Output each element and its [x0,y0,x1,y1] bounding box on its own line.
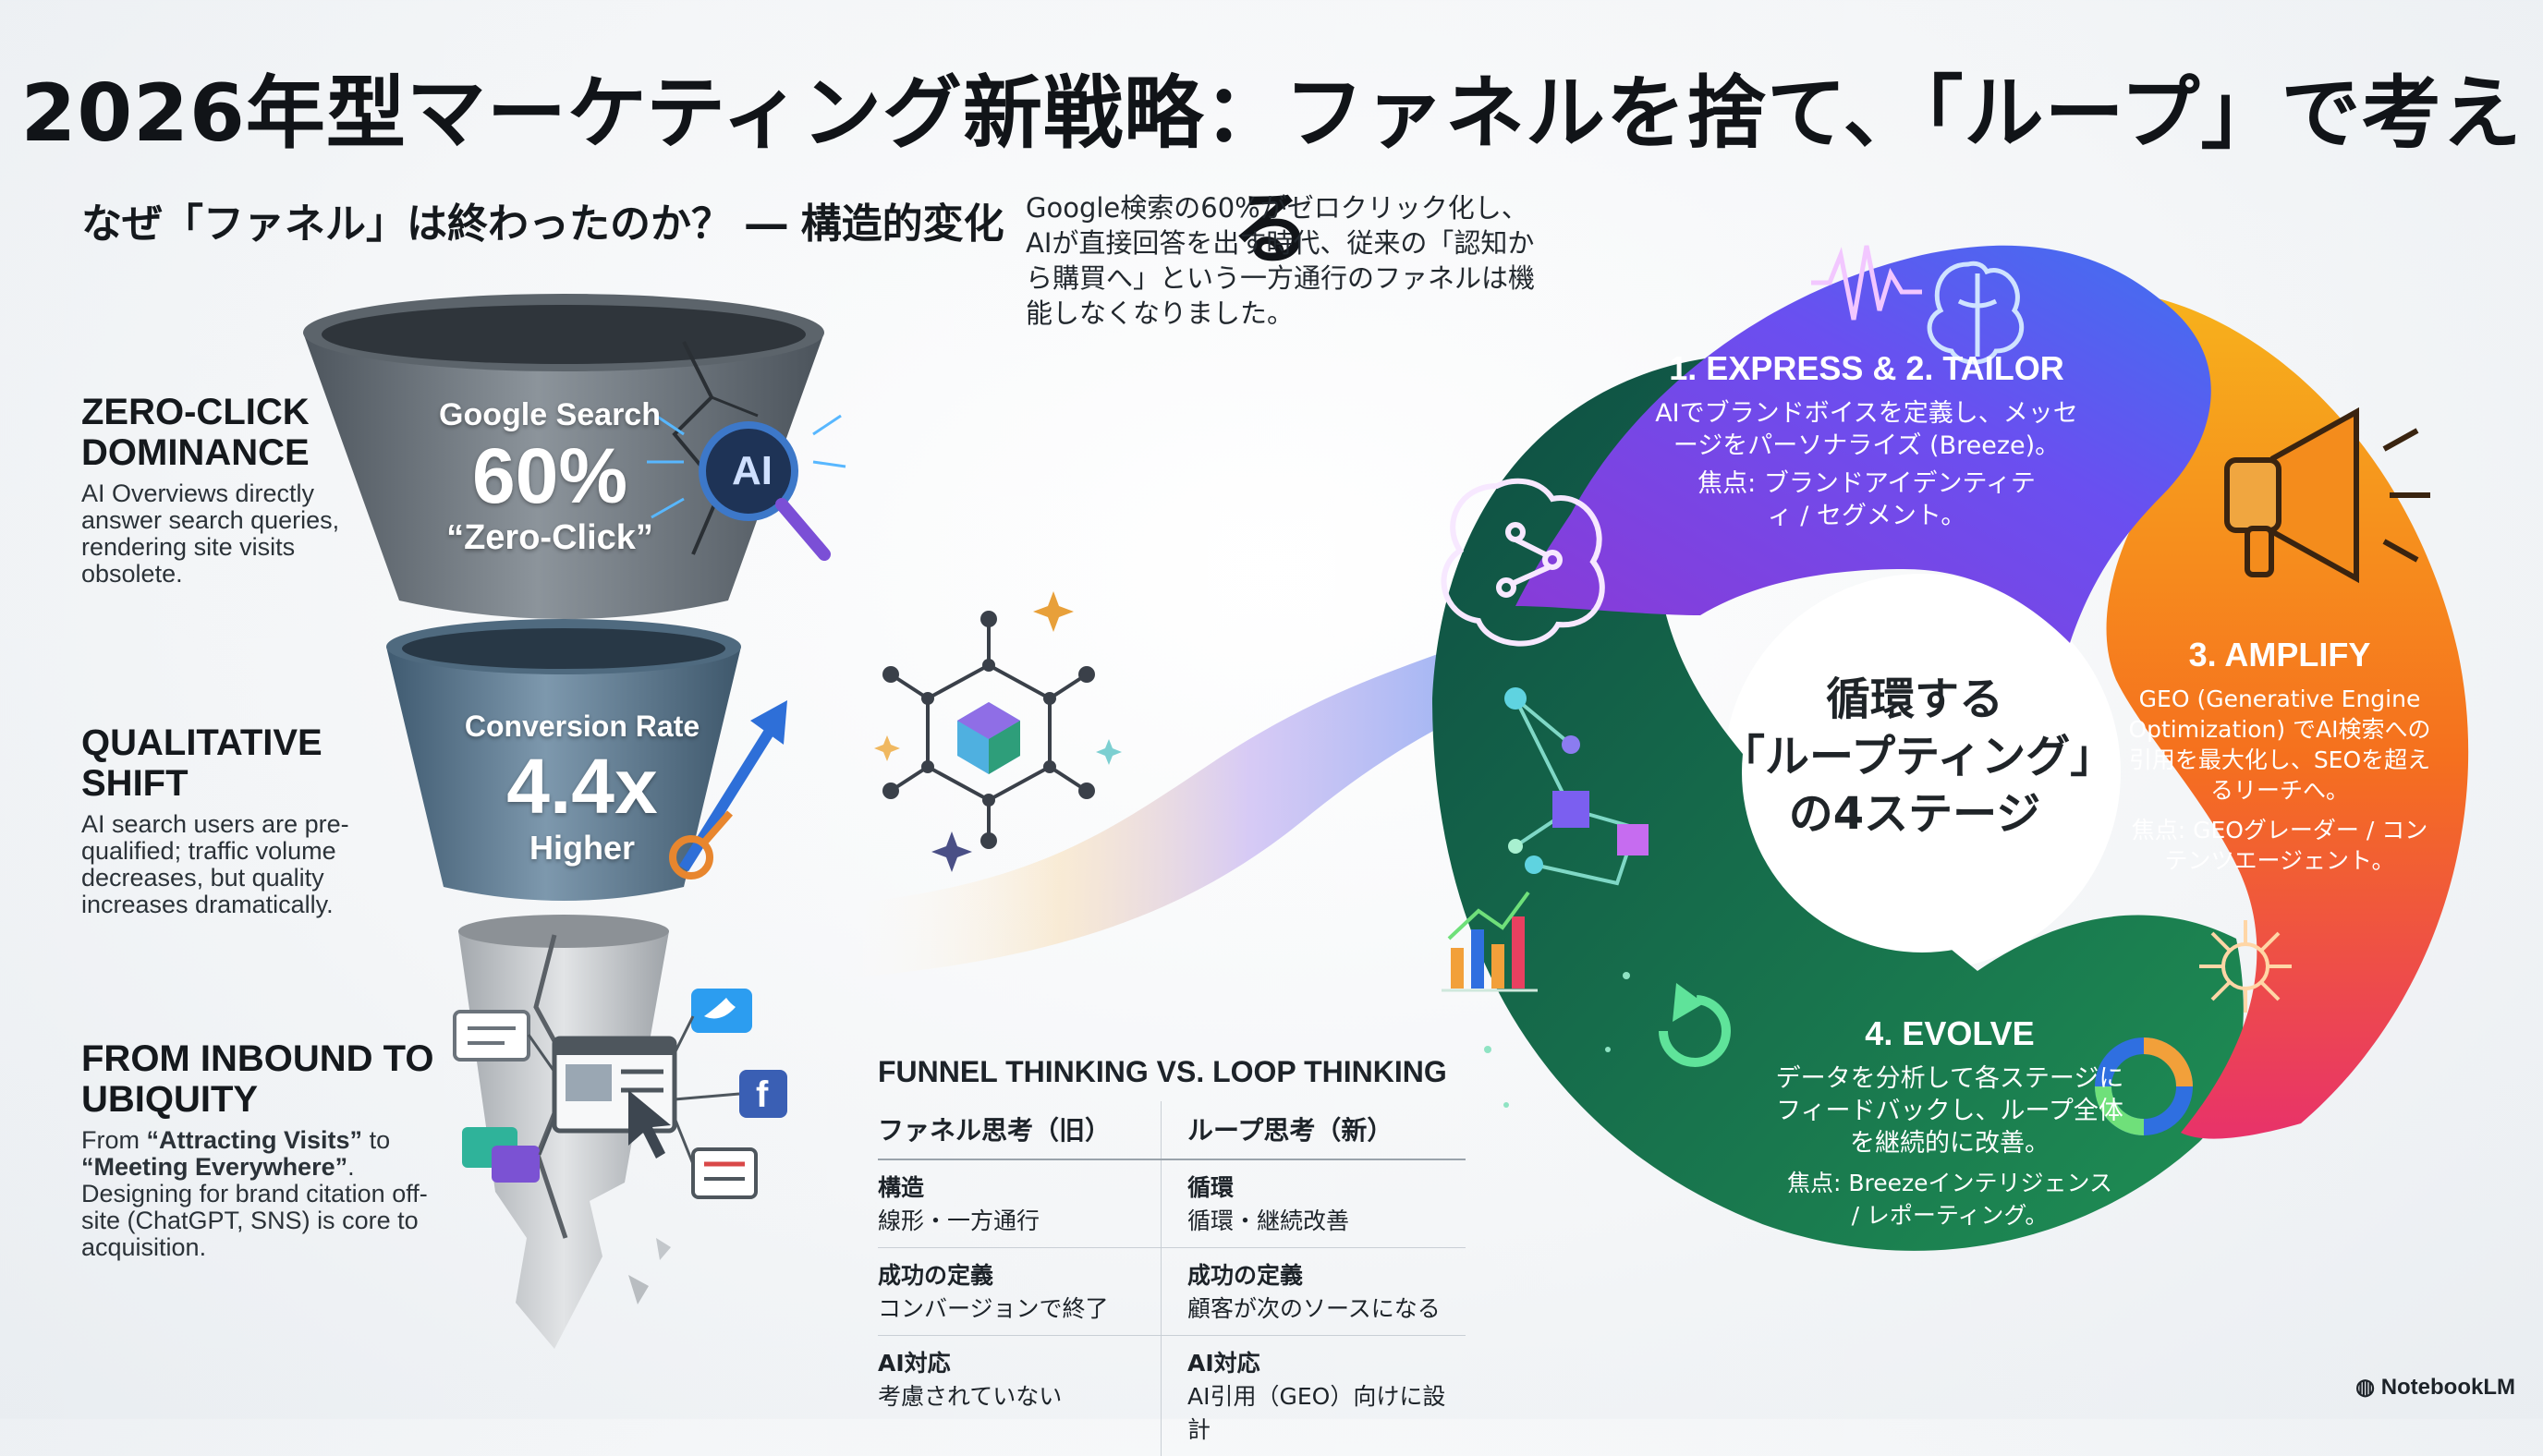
ai-badge: AI [720,448,785,494]
funnel-middle-label: Conversion Rate [434,710,730,744]
cell-label: AI対応 [1187,1345,1460,1378]
stage-amplify: 3. AMPLIFY GEO (Generative Engine Optimi… [2127,636,2432,876]
stage-body: GEO (Generative Engine Optimization) でAI… [2127,684,2432,806]
stage-body: データを分析して各ステージにフィードバックし、ループ全体を継続的に改善。 [1737,1062,2162,1159]
stage-body: AIでブランドボイスを定義し、メッセージをパーソナライズ (Breeze)。 [1654,397,2079,462]
comparison-title: FUNNEL THINKING VS. LOOP THINKING [878,1055,1447,1089]
point-body-pre: From [81,1126,147,1154]
cell-label: 成功の定義 [1187,1257,1460,1291]
svg-text:f: f [756,1074,769,1115]
loop-center-label: 循環する 「ループティング」 の4ステージ [1721,671,2109,843]
funnel-middle-value: 4.4x [434,744,730,829]
stage-heading: 3. AMPLIFY [2127,636,2432,674]
funnel-top-content: Google Search 60% “Zero-Click” [397,397,702,558]
loop-center-line: の4ステージ [1721,785,2109,843]
news-card-icon [693,1149,756,1197]
funnel-top-label: Google Search [397,397,702,433]
section-subtitle: なぜ「ファネル」は終わったのか？ ― 構造的変化 [81,190,1004,249]
cell-value: 循環・継続改善 [1187,1203,1460,1236]
cell-label: AI対応 [878,1345,1155,1378]
twitter-icon [691,989,752,1033]
stage-heading: 1. EXPRESS & 2. TAILOR [1654,349,2079,388]
stage-focus: 焦点: GEOグレーダー / コンテンツエージェント。 [2127,815,2432,876]
stage-evolve: 4. EVOLVE データを分析して各ステージにフィードバックし、ループ全体を継… [1737,1014,2162,1232]
cell-label: 構造 [878,1170,1155,1203]
stage-heading: 4. EVOLVE [1737,1014,2162,1053]
loop-center-line: 循環する [1721,671,2109,728]
brand-label: NotebookLM [2381,1375,2515,1400]
table-cell: 構造線形・一方通行 [878,1159,1162,1248]
table-header-row: ファネル思考（旧） ループ思考（新） [878,1101,1466,1159]
cell-value: 線形・一方通行 [878,1203,1155,1236]
funnel-top-caption: “Zero-Click” [397,518,702,558]
stage-express-tailor: 1. EXPRESS & 2. TAILOR AIでブランドボイスを定義し、メッ… [1654,349,2079,532]
table-row: 成功の定義コンバージョンで終了 成功の定義顧客が次のソースになる [878,1248,1466,1336]
funnel-middle-caption: Higher [434,829,730,868]
header-old: ファネル思考（旧） [878,1101,1162,1159]
notebooklm-logo-icon: ◍ [2355,1375,2381,1400]
header-new: ループ思考（新） [1162,1101,1466,1159]
stage-focus: 焦点: ブランドアイデンティティ / セグメント。 [1654,467,2079,532]
funnel-middle-content: Conversion Rate 4.4x Higher [434,710,730,868]
comparison-table: ファネル思考（旧） ループ思考（新） 構造線形・一方通行 循環循環・継続改善 成… [878,1101,1466,1456]
cell-value: 顧客が次のソースになる [1187,1291,1460,1324]
table-cell: AI対応考慮されていない [878,1336,1162,1456]
facebook-icon: f [739,1070,787,1118]
notebooklm-brand: ◍ NotebookLM [2355,1374,2515,1401]
chat-bubble-icon [455,1012,529,1060]
stage-focus: 焦点: Breezeインテリジェンス / レポーティング。 [1737,1167,2162,1232]
cell-value: AI引用（GEO）向けに設計 [1187,1378,1460,1445]
loop-center-line: 「ループティング」 [1721,728,2109,785]
table-cell: 循環循環・継続改善 [1162,1159,1466,1248]
funnel-top-value: 60% [397,433,702,518]
table-row: 構造線形・一方通行 循環循環・継続改善 [878,1159,1466,1248]
cell-label: 成功の定義 [878,1257,1155,1291]
cell-label: 循環 [1187,1170,1460,1203]
table-cell: 成功の定義顧客が次のソースになる [1162,1248,1466,1336]
influencer-network-icon [2199,920,2292,1013]
cell-value: コンバージョンで終了 [878,1291,1155,1324]
table-cell: 成功の定義コンバージョンで終了 [878,1248,1162,1336]
cell-value: 考慮されていない [878,1378,1155,1412]
